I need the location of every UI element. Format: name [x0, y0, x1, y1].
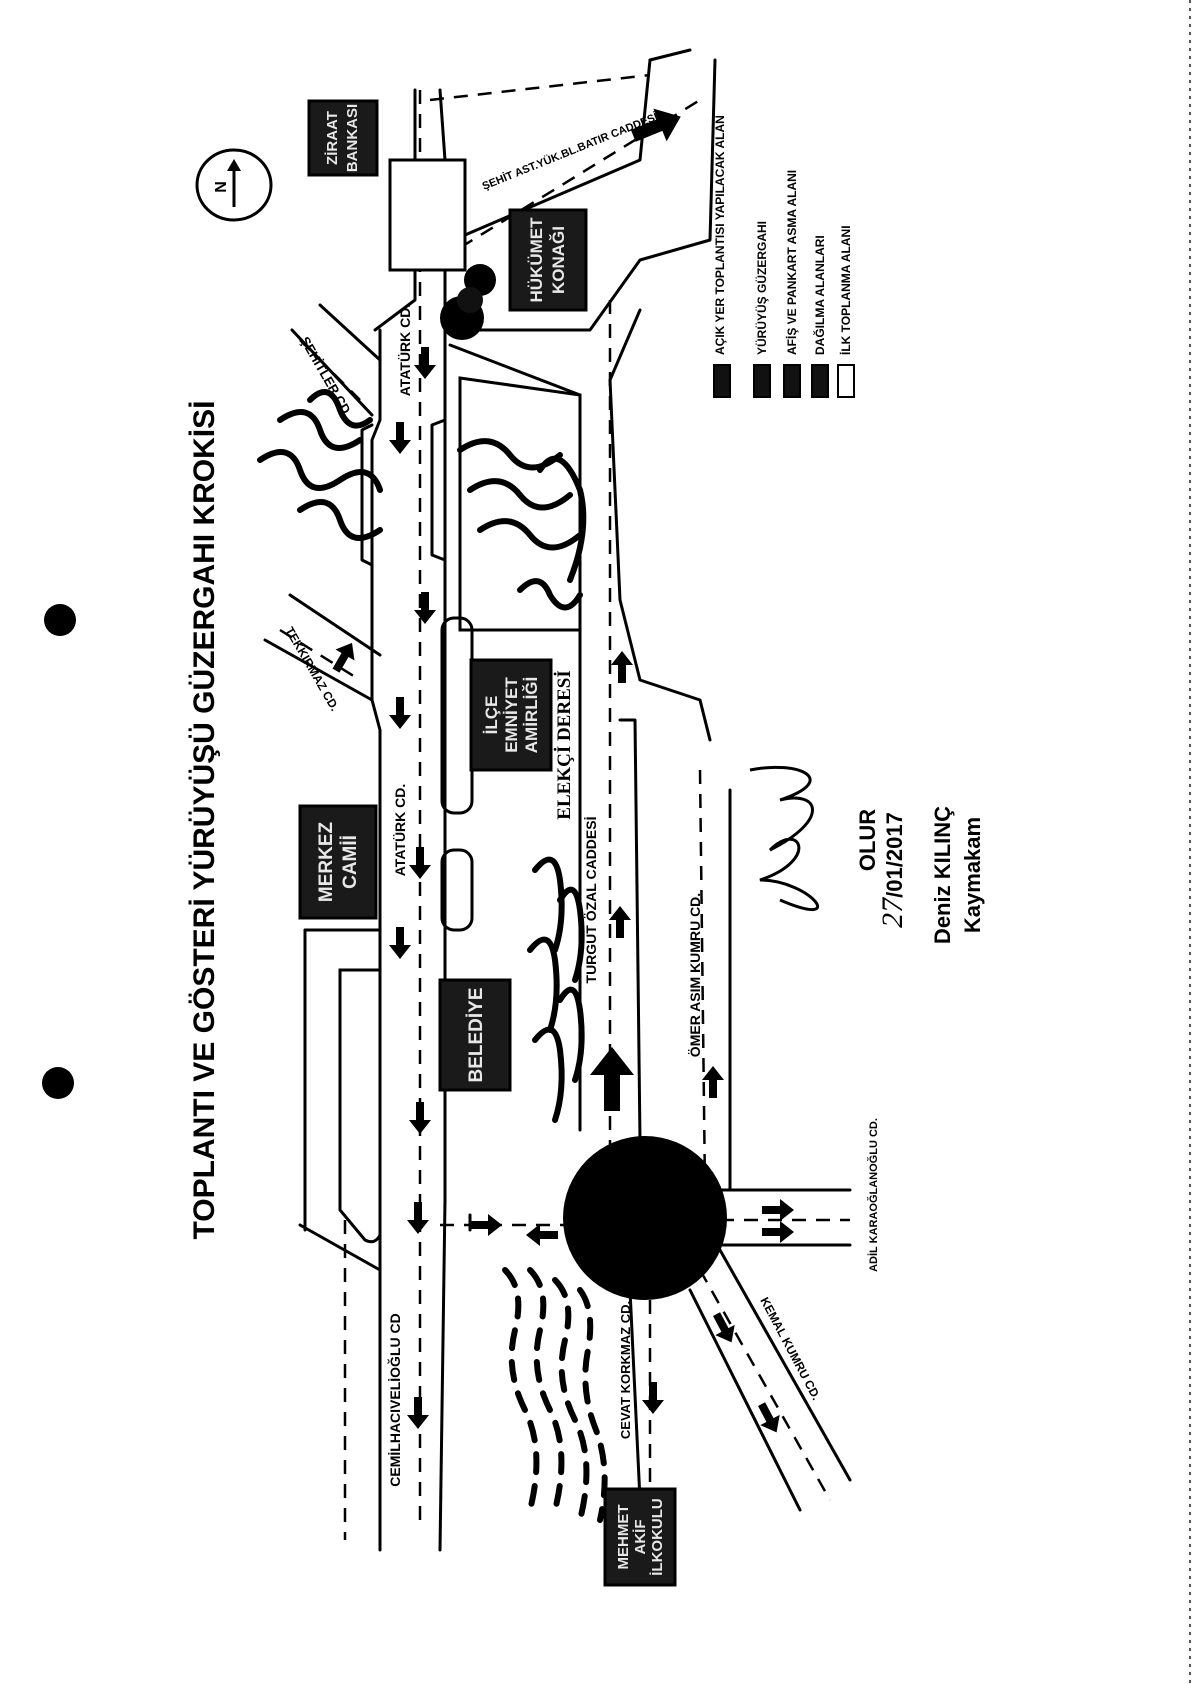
building-emniyet-line-3: AMİRLİĞİ: [522, 677, 541, 754]
route-arrow: [642, 1382, 664, 1414]
route-arrow: [609, 906, 631, 938]
building-mehmet-line-2: AKİF: [632, 1520, 649, 1555]
approval-date: 27/01/2017: [876, 812, 909, 928]
binder-hole-top: [44, 604, 76, 636]
approval-date-day: 27: [876, 896, 909, 928]
building-merkez-camii: MERKEZ CAMİİ: [298, 804, 378, 920]
legend-label-4: DAĞILMA ALANLARI: [812, 235, 827, 355]
street-label-omer-asim: ÖMER ASIM KUMRU CD.: [687, 893, 703, 1057]
building-ziraat-bankasi: ZİRAAT BANKASI: [307, 99, 379, 177]
north-arrow-icon: [227, 159, 241, 171]
building-belediye: BELEDİYE: [438, 978, 512, 1092]
island-3: [338, 968, 382, 1244]
building-emniyet-line-2: EMNİYET: [502, 677, 521, 753]
building-mehmet-line-3: İLKOKULU: [649, 1498, 666, 1576]
building-ziraat-line-1: ZİRAAT: [324, 111, 341, 165]
street-label-cemil: CEMİLHACIVELİOĞLU CD: [386, 1313, 403, 1486]
route-arrow: [630, 108, 681, 142]
building-ziraat-line-2: BANKASI: [344, 104, 361, 172]
route-arrow: [414, 347, 436, 379]
approval-role: Kaymakam: [960, 817, 985, 933]
approval-date-rest: /01/2017: [882, 812, 907, 898]
legend-label-3: AFİŞ VE PANKART ASMA ALANI: [784, 170, 799, 355]
route-arrow: [409, 847, 431, 879]
street-label-cevat: CEVAT KORKMAZ CD.: [618, 1301, 633, 1439]
route-arrow: [407, 1397, 429, 1429]
route-arrow: [407, 1202, 429, 1234]
route-arrow: [758, 1402, 780, 1433]
legend-swatch-3: [783, 364, 801, 398]
binder-hole-bottom: [42, 1067, 74, 1099]
square-block: [388, 158, 467, 272]
legend-label-1: AÇIK YER TOPLANTISI YAPILACAK ALAN: [713, 115, 727, 355]
meeting-area-roundabout: [563, 1136, 727, 1300]
island-2: [440, 848, 474, 932]
route-arrow: [389, 927, 411, 959]
compass-letter: N: [213, 181, 230, 193]
route-arrow: [762, 1221, 794, 1243]
building-hukumet-line-1: HÜKÜMET: [527, 217, 546, 303]
building-merkez-line-2: CAMİİ: [340, 835, 361, 889]
street-label-ataturk-2: ATATÜRK CD.: [392, 784, 408, 877]
route-arrow: [414, 592, 436, 624]
route-arrow-large: [590, 1047, 634, 1111]
route-arrow: [470, 1214, 502, 1236]
legend-label-2: YÜRÜYÜŞ GÜZERGAHI: [754, 221, 769, 355]
compass: N: [195, 148, 273, 222]
street-label-adil: ADİL KARAOĞLANOĞLU CD.: [867, 1118, 880, 1272]
street-label-turgut-ozal: TURGUT ÖZAL CADDESİ: [583, 817, 599, 984]
route-arrow: [526, 1224, 558, 1246]
building-ilce-emniyet: İLÇE EMNİYET AMİRLİĞİ: [469, 658, 553, 772]
river-label: ELEKÇİ DERESİ: [554, 670, 575, 819]
route-arrow: [389, 422, 411, 454]
building-merkez-line-1: MERKEZ: [316, 822, 337, 903]
island-4: [458, 376, 582, 632]
legend-swatch-2: [753, 364, 771, 398]
building-mehmet-line-1: MEHMET: [615, 1505, 632, 1570]
legend-swatch-5: [837, 364, 855, 398]
river-waves: [257, 389, 608, 1523]
approval-name: Deniz KILINÇ: [930, 806, 955, 944]
route-arrow: [611, 651, 633, 683]
street-label-sehitler: ŞEHİTLER CD.: [297, 334, 355, 420]
approval-olur: OLUR: [855, 809, 880, 871]
building-emniyet-line-1: İLÇE: [482, 696, 501, 735]
route-arrow: [702, 1066, 724, 1098]
approval-block: OLUR 27/01/2017 Deniz KILINÇ Kaymakam: [749, 765, 985, 944]
route-arrows: [332, 108, 794, 1433]
legend-swatch-1: [713, 364, 731, 398]
route-arrow: [332, 642, 355, 673]
route-dashes: [279, 73, 850, 1540]
building-hukumet-konagi: HÜKÜMET KONAĞI: [508, 208, 588, 312]
page-title: TOPLANTI VE GÖSTERİ YÜRÜYÜŞÜ GÜZERGAHI K…: [188, 401, 221, 1240]
route-arrow: [762, 1199, 794, 1221]
road-outlines: [263, 48, 852, 1552]
legend: AÇIK YER TOPLANTISI YAPILACAK ALAN YÜRÜY…: [713, 115, 855, 398]
legend-swatch-4: [811, 364, 829, 398]
tree-icon: [457, 287, 483, 313]
signature: [749, 765, 819, 912]
route-arrow: [713, 1312, 735, 1343]
route-arrow: [389, 697, 411, 729]
street-label-kumru: KEMAL KUMRU CD.: [757, 1295, 823, 1403]
legend-label-5: İLK TOPLANMA ALANI: [838, 225, 853, 355]
building-belediye-line-1: BELEDİYE: [466, 987, 487, 1082]
street-label-ataturk-1: ATATÜRK CD.: [397, 304, 413, 397]
route-arrow: [409, 1102, 431, 1134]
building-hukumet-line-2: KONAĞI: [549, 226, 568, 294]
street-label-tekkirmaz: TEKKIRMAZ CD.: [282, 625, 341, 714]
building-mehmet-akif: MEHMET AKİF İLKOKULU: [603, 1487, 677, 1587]
